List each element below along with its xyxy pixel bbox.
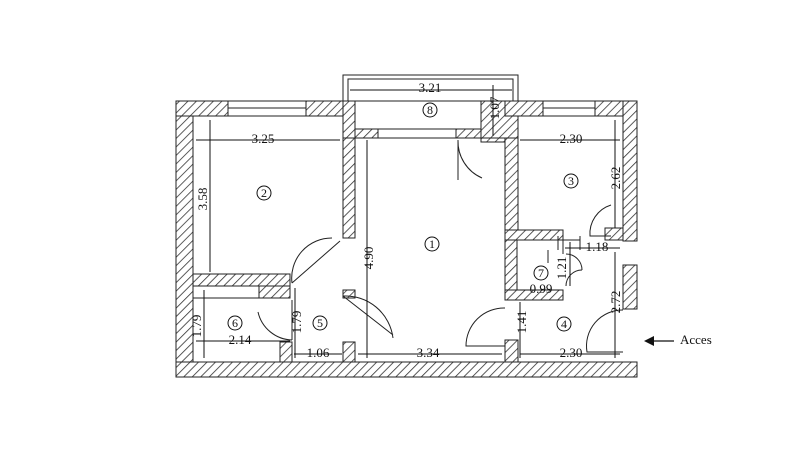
dim-room3-width: 2.30: [560, 131, 583, 146]
room-4-marker: 4: [556, 316, 572, 332]
access-arrow: Acces: [644, 332, 712, 347]
wall-3-7-right: [604, 227, 624, 241]
dim-room4-width: 2.30: [560, 345, 583, 360]
svg-text:8: 8: [427, 103, 433, 117]
balcony: [342, 74, 519, 102]
dim-room4-side: 1.41: [514, 311, 529, 334]
dim-room3-depth: 2.62: [608, 167, 623, 190]
room-1-marker: 1: [424, 236, 440, 252]
wall-3-4: [504, 229, 564, 241]
wall-1-4-low: [504, 339, 519, 363]
wall-2-6: [192, 273, 291, 287]
dim-room7-side: 1.18: [586, 239, 609, 254]
room-6-marker: 6: [227, 315, 243, 331]
room-8-marker: 8: [422, 102, 438, 118]
svg-text:3: 3: [568, 174, 574, 188]
access-label: Acces: [680, 332, 712, 347]
svg-text:2: 2: [261, 186, 267, 200]
wall-bottom: [175, 361, 638, 378]
dim-room7-width: 0.99: [530, 281, 553, 296]
wall-top-left-a: [175, 100, 229, 117]
wall-right-lower: [622, 264, 638, 310]
wall-6-5: [279, 341, 293, 363]
room-outlines: [192, 115, 623, 363]
room-5-marker: 5: [312, 315, 328, 331]
svg-text:7: 7: [538, 266, 544, 280]
dimension-lines: [196, 85, 620, 358]
dim-room5-depth: 1.79: [289, 311, 304, 334]
wall-top-right-a: [504, 100, 544, 117]
dim-room2-width: 3.25: [252, 131, 275, 146]
dim-room2-depth: 3.58: [195, 188, 210, 211]
svg-text:1: 1: [429, 237, 435, 251]
svg-text:6: 6: [232, 316, 238, 330]
dim-balcony-width: 3.21: [419, 80, 442, 95]
dim-room5-width: 1.06: [307, 345, 330, 360]
dim-room7-depth: 1.21: [554, 257, 569, 280]
dim-room6-depth: 1.79: [189, 315, 204, 338]
room-3-marker: 3: [563, 173, 579, 189]
wall-5-1: [342, 341, 356, 363]
dim-room1-width: 3.34: [417, 345, 440, 360]
dim-room6-width: 2.14: [229, 332, 252, 347]
svg-text:4: 4: [561, 317, 567, 331]
wall-2-1-low: [342, 289, 356, 299]
dim-balcony-depth: 1.07: [487, 96, 502, 119]
wall-right: [622, 100, 638, 242]
room-numbers: 1 2 3 4 5 6 7 8: [227, 102, 579, 332]
dimension-labels: 3.21 1.07 3.25 3.58 4.90 3.34 2.30 2.62 …: [189, 80, 623, 360]
wall-1-3: [504, 137, 519, 239]
room-7-marker: 7: [533, 265, 549, 281]
wall-2-1: [342, 137, 356, 239]
wall-2-6-b: [258, 285, 291, 299]
svg-text:5: 5: [317, 316, 323, 330]
room-2-marker: 2: [256, 185, 272, 201]
dim-room4-depth: 2.72: [608, 291, 623, 314]
window-room1: [377, 128, 457, 139]
dim-room1-depth: 4.90: [361, 247, 376, 270]
